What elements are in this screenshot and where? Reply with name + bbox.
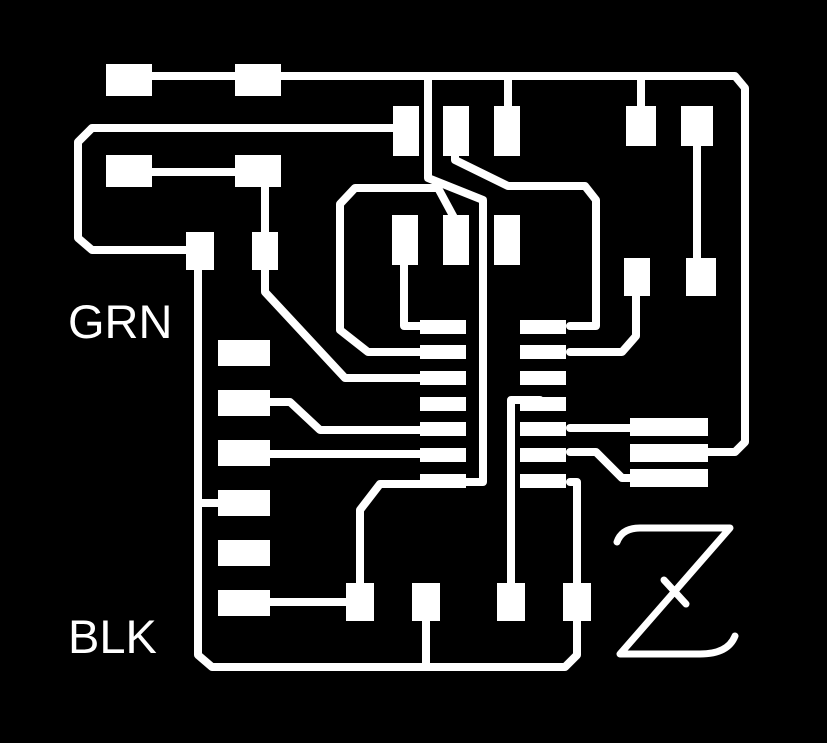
pad-top-2 [443,106,469,156]
pad-bottom-2 [412,583,440,621]
pad-top-3 [494,106,520,156]
pads [106,64,716,621]
chip-pin-r3 [520,371,566,385]
trace-cross-1 [451,131,600,330]
trace-top-to-pad-1 [424,72,487,486]
pad-r2-a [106,155,152,187]
pad-r2-b [235,155,281,187]
trace-top-bus [146,72,749,456]
chip-pin-l3 [420,371,466,385]
trace-cross-2 [336,184,462,356]
trace-pad-to-chip-2 [356,480,428,606]
chip-pin-l7 [420,474,466,488]
trace-grn-vertical [194,246,581,671]
pad-top-1 [393,106,419,156]
pad-bottom-3 [497,583,525,621]
z-logo-slash [660,576,690,608]
trace-chip-to-conn-2 [566,448,644,482]
trace-header-2-to-chip [240,398,428,434]
pad-bottom-1 [346,583,374,621]
pad-header-2 [218,390,270,416]
pad-conn-2 [630,444,708,462]
chip-pin-l5 [420,422,466,436]
pad-bottom-4 [563,583,591,621]
label-grn: GRN [68,295,173,348]
pad-top-4 [626,106,656,146]
chip-pin-r1 [520,320,566,334]
pad-header-3 [218,440,270,466]
pad-mid-6 [624,258,650,296]
chip-pin-r6 [520,448,566,462]
chip-pin-r5 [520,422,566,436]
pad-top-5 [681,106,713,146]
label-blk: BLK [68,610,157,663]
z-logo [613,524,739,658]
chip-pin-l4 [420,397,466,411]
pad-mid-1 [186,232,214,270]
pad-r1-b [235,64,281,96]
pad-mid-3 [392,215,418,265]
trace-pad-to-chip-1 [400,236,428,330]
traces [74,72,749,671]
pad-conn-3 [630,469,708,487]
pad-header-5 [218,540,270,566]
pad-conn-1 [630,418,708,436]
chip-pin-r7 [520,474,566,488]
pad-r1-a [106,64,152,96]
pad-header-6 [218,590,270,616]
pad-mid-7 [686,258,716,296]
pad-header-1 [218,340,270,366]
pad-header-4 [218,490,270,516]
trace-left-loop [74,124,398,254]
chip-pin-r2 [520,345,566,359]
pad-mid-2 [252,232,278,270]
pad-mid-5 [494,215,520,265]
chip-pin-l1 [420,320,466,334]
trace-right-to-chip [566,271,640,356]
chip-pin-r4 [520,397,566,411]
pad-mid-4 [443,215,469,265]
chip-pin-l6 [420,448,466,462]
chip-pin-l2 [420,345,466,359]
